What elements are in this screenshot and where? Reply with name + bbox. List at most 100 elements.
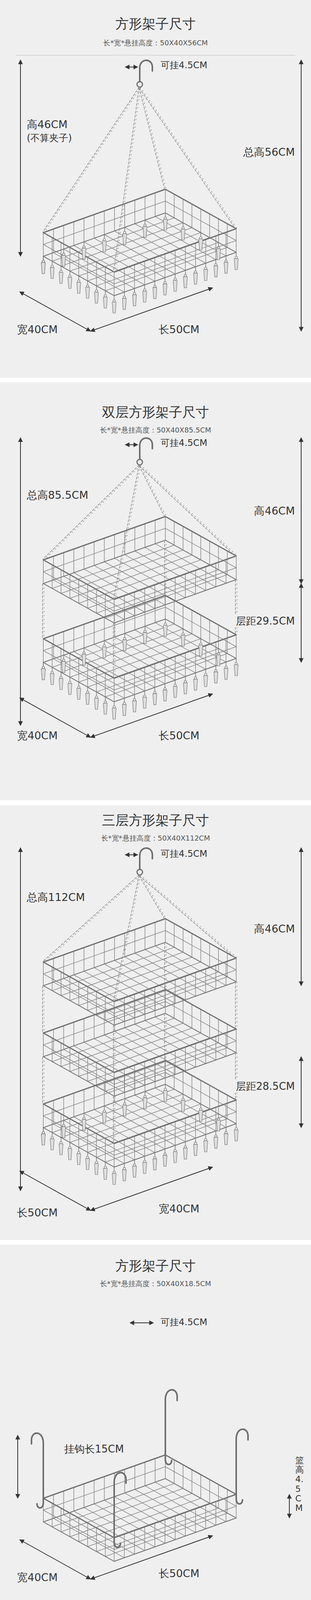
clip-wire [83, 241, 85, 246]
clip-wire [174, 679, 176, 684]
clothes-clip [61, 1125, 66, 1137]
dimension-label: 长50CM [15, 1204, 60, 1218]
clip-wire [124, 1097, 126, 1102]
hanging-hook [139, 846, 153, 869]
clip-spring [181, 631, 185, 635]
clip-wire [96, 690, 97, 695]
clip-wire [134, 288, 136, 293]
basket-rim [43, 917, 237, 1000]
dimension-label: 长50CM [157, 728, 201, 741]
basket-bottom-rim [43, 212, 237, 296]
clothes-clip [173, 685, 178, 697]
dimension-label: 总高56CM [242, 145, 297, 159]
clothes-clip [193, 678, 198, 690]
clothes-clip [203, 1139, 208, 1151]
chain [165, 539, 167, 595]
chain [140, 873, 167, 917]
clip-wire [225, 255, 227, 260]
clip-spring [217, 1116, 220, 1119]
clip-wire [218, 647, 219, 652]
clip-spring [95, 1159, 98, 1162]
dimension-arrow [300, 59, 302, 331]
clip-spring [77, 684, 80, 688]
clip-spring [174, 277, 177, 280]
basket-mid-wire [43, 606, 237, 689]
clip-spring [217, 246, 220, 249]
chain [42, 873, 140, 961]
clip-spring [204, 266, 208, 270]
clothes-clip [181, 634, 186, 646]
chain [114, 464, 141, 599]
clip-spring [59, 269, 63, 273]
clip-wire [215, 259, 217, 263]
basket-rim [43, 988, 237, 1071]
dimension-label: 层距28.5CM [234, 1078, 297, 1091]
basket-grid [70, 633, 193, 677]
basket-grid [70, 1491, 193, 1535]
clothes-clip [112, 707, 117, 719]
clothes-clip [223, 1131, 228, 1143]
clip-spring [181, 226, 185, 229]
clip-spring [95, 694, 98, 698]
clip-wire [42, 1125, 44, 1130]
clip-wire [69, 1140, 71, 1145]
clip-spring [59, 1139, 63, 1143]
clip-wire [105, 1160, 106, 1165]
clothes-clip [132, 699, 137, 711]
clothes-clip [59, 677, 63, 689]
clothes-clip [183, 681, 188, 693]
clip-spring [133, 292, 136, 295]
clip-spring [143, 694, 147, 697]
clothes-clip [81, 1117, 86, 1129]
clip-spring [103, 238, 106, 241]
clothes-clip [142, 225, 147, 237]
clip-wire [235, 1121, 237, 1126]
clothes-clip [142, 631, 147, 643]
clip-spring [235, 255, 238, 259]
dimension-label: 篮高4.5CM [295, 1452, 304, 1512]
clip-spring [68, 274, 72, 278]
clip-spring [194, 675, 197, 679]
clothes-clip [122, 638, 127, 650]
chain [139, 874, 236, 958]
clip-wire [235, 251, 237, 256]
chain [43, 984, 45, 1032]
chain [235, 1051, 236, 1099]
hanging-hook [139, 437, 153, 459]
hanging-hook [139, 60, 153, 82]
clip-wire [218, 1112, 219, 1117]
dimension-arrow [300, 1055, 302, 1126]
dimension-label: 层距29.5CM [234, 614, 297, 627]
chain [236, 1051, 238, 1099]
clothes-clip [213, 670, 218, 682]
dimension-label: 宽40CM [15, 1568, 60, 1582]
basket-grid [52, 544, 175, 588]
clip-spring [123, 1101, 126, 1104]
clip-spring [133, 697, 136, 700]
clip-wire [215, 1129, 217, 1133]
clip-wire [205, 1132, 207, 1137]
chain [140, 873, 237, 957]
clip-spring [153, 690, 156, 693]
clip-spring [86, 1154, 89, 1157]
clothes-clip [152, 1156, 157, 1169]
clip-spring [104, 1164, 107, 1167]
clip-spring [224, 1129, 228, 1132]
basket-grid [52, 1481, 175, 1525]
clip-wire [63, 248, 65, 253]
clip-spring [164, 216, 167, 219]
clothes-clip [102, 1110, 107, 1122]
clip-wire [113, 700, 115, 705]
clip-wire [69, 676, 71, 681]
clip-wire [42, 255, 44, 260]
basket-grid [70, 1097, 193, 1141]
clip-wire [87, 1150, 89, 1155]
clip-wire [124, 1161, 125, 1166]
chain [42, 87, 140, 232]
clip-wire [105, 696, 106, 700]
clothes-clip [162, 1153, 167, 1165]
clothes-clip [234, 258, 239, 270]
clip-spring [86, 690, 89, 693]
clip-spring [103, 643, 106, 647]
clip-wire [63, 654, 65, 659]
